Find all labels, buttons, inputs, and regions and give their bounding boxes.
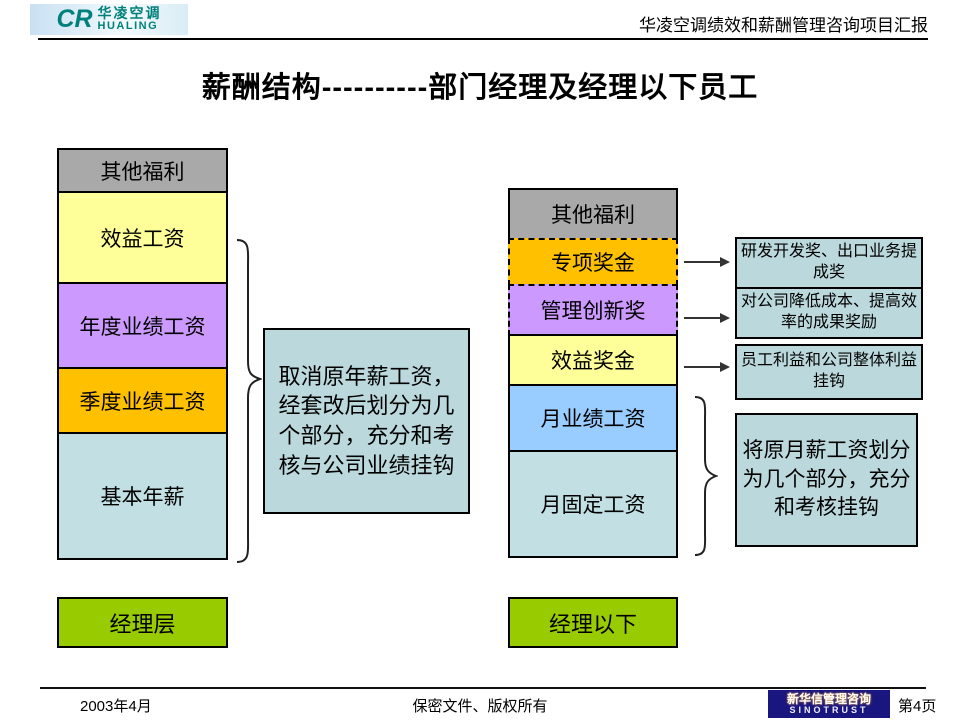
hualing-logo-name-en: HUALING bbox=[97, 20, 159, 33]
category-label-managers: 经理层 bbox=[57, 597, 228, 648]
annotation-benefit-bonus: 员工利益和公司整体利益挂钩 bbox=[735, 344, 923, 400]
slide-title: 薪酬结构----------部门经理及经理以下员工 bbox=[201, 72, 759, 104]
hualing-logo-mark-icon: CR bbox=[56, 5, 93, 33]
stack-block: 管理创新奖 bbox=[508, 284, 678, 336]
stack-block: 效益奖金 bbox=[508, 334, 678, 386]
arrow-innovation-award bbox=[684, 313, 730, 323]
stack-block: 其他福利 bbox=[508, 188, 678, 240]
stack-block: 其他福利 bbox=[57, 148, 228, 193]
annotation-innovation-award: 对公司降低成本、提高效率的成果奖励 bbox=[735, 287, 923, 339]
annotation-special-bonus: 研发开发奖、出口业务提成奖 bbox=[735, 237, 923, 289]
footer-divider bbox=[40, 687, 926, 689]
left-brace bbox=[236, 239, 262, 563]
footer-confidential: 保密文件、版权所有 bbox=[412, 698, 548, 715]
staff-salary-stack: 其他福利专项奖金管理创新奖效益奖金月业绩工资月固定工资 bbox=[508, 188, 678, 558]
sinotrust-logo-name-cn: 新华信管理咨询 bbox=[786, 692, 871, 706]
footer-date: 2003年4月 bbox=[80, 698, 152, 715]
stack-block: 效益工资 bbox=[57, 191, 228, 284]
page-number: 第4页 bbox=[898, 698, 937, 715]
stack-block: 季度业绩工资 bbox=[57, 367, 228, 434]
header-divider bbox=[38, 38, 928, 40]
report-title: 华凌空调绩效和薪酬管理咨询项目汇报 bbox=[639, 16, 928, 35]
stack-block: 月固定工资 bbox=[508, 450, 678, 558]
arrow-special-bonus bbox=[684, 257, 730, 267]
stack-block: 基本年薪 bbox=[57, 432, 228, 560]
sinotrust-logo: 新华信管理咨询 SINOTRUST bbox=[768, 690, 890, 718]
category-label-staff: 经理以下 bbox=[508, 597, 678, 648]
hualing-logo: CR 华凌空调 HUALING bbox=[30, 4, 188, 35]
sinotrust-logo-name-en: SINOTRUST bbox=[789, 705, 869, 715]
right-brace bbox=[694, 396, 718, 556]
manager-note-box: 取消原年薪工资，经套改后划分为几个部分，充分和考核与公司业绩挂钩 bbox=[263, 328, 470, 514]
stack-block: 月业绩工资 bbox=[508, 384, 678, 452]
staff-note-box: 将原月薪工资划分为几个部分，充分和考核挂钩 bbox=[735, 413, 918, 547]
manager-salary-stack: 其他福利效益工资年度业绩工资季度业绩工资基本年薪 bbox=[57, 148, 228, 560]
stack-block: 专项奖金 bbox=[508, 238, 678, 286]
stack-block: 年度业绩工资 bbox=[57, 282, 228, 369]
hualing-logo-name-cn: 华凌空调 bbox=[97, 5, 162, 22]
arrow-benefit-bonus bbox=[684, 362, 730, 372]
